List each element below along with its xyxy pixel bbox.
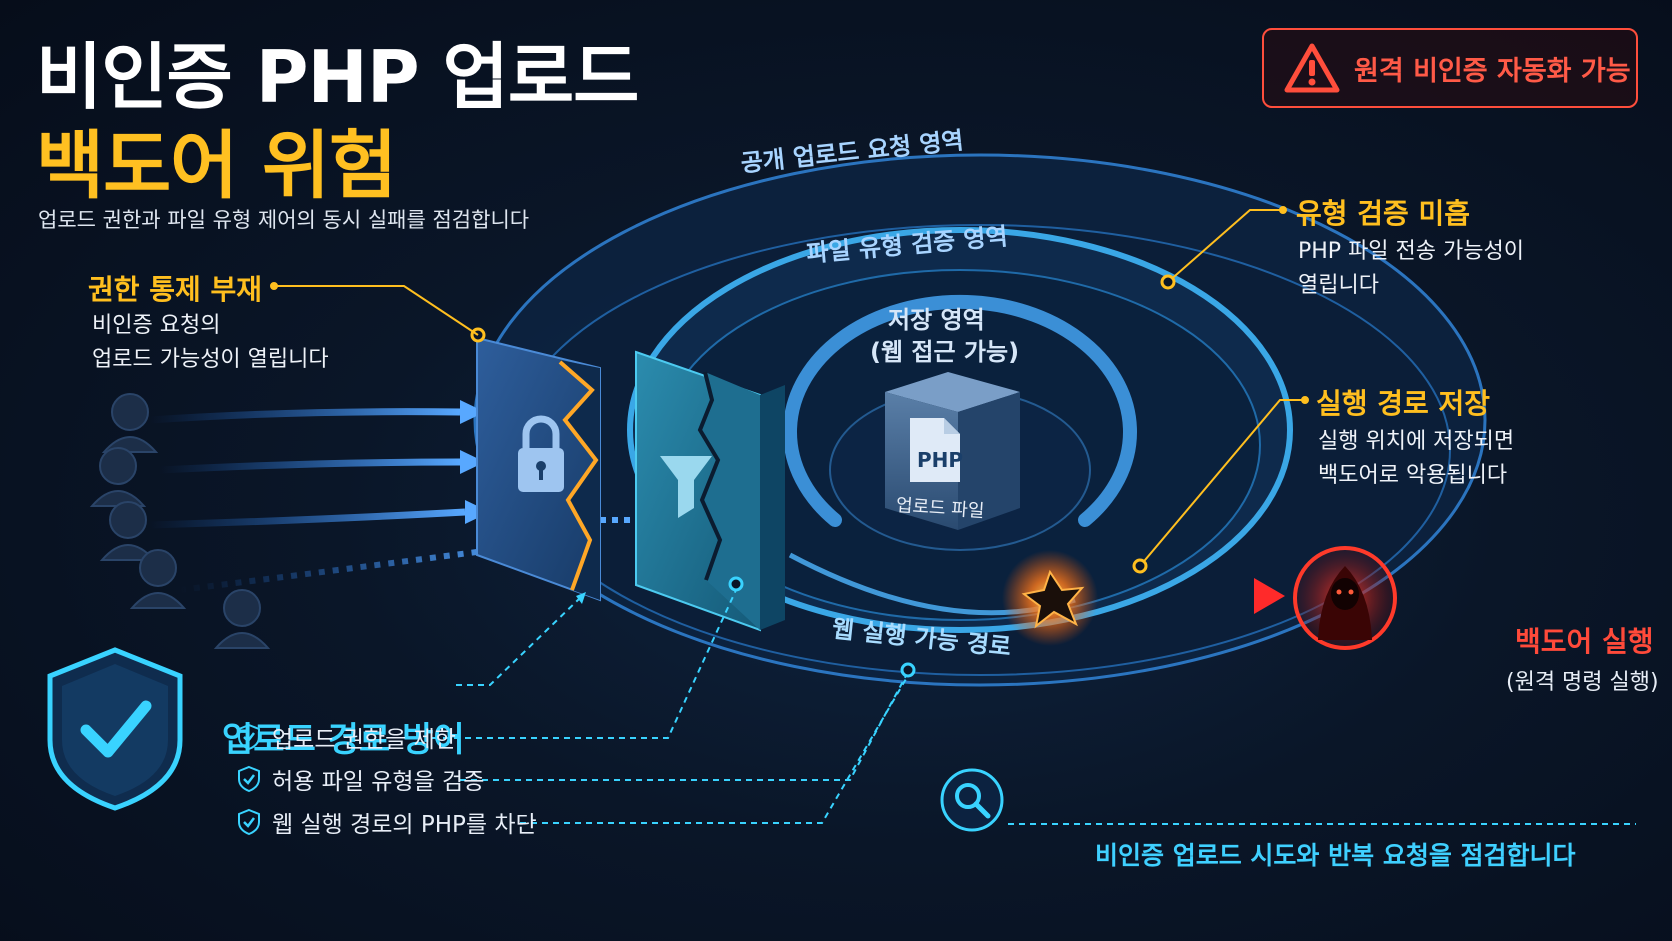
hacker-avatar: [1293, 546, 1397, 650]
callout-line-access-2: 업로드 가능성이 열립니다: [92, 347, 329, 372]
auth-wall: [476, 336, 601, 602]
callout-title-exec: 실행 경로 저장: [1316, 387, 1491, 420]
backdoor-title: 백도어 실행: [1515, 625, 1654, 658]
attacker-silhouettes: [89, 393, 271, 649]
defense-title: 업로드 경로 방어: [222, 720, 465, 760]
defense-item-label: 웹 실행 경로의 PHP를 차단: [272, 812, 537, 838]
callout-connectors: [270, 206, 1309, 574]
monitor-text: 비인증 업로드 시도와 반복 요청을 점검합니다: [1095, 841, 1576, 870]
warning-triangle-icon: [1284, 43, 1340, 93]
callout-line-exec-2: 백도어로 악용됩니다: [1318, 463, 1508, 488]
page-title-line1: 비인증 PHP 업로드: [36, 35, 639, 119]
callout-line-type-1: PHP 파일 전송 가능성이: [1298, 239, 1524, 264]
page-subtitle: 업로드 권한과 파일 유형 제어의 동시 실패를 점검합니다: [38, 208, 530, 232]
php-badge: PHP: [917, 448, 964, 472]
php-file-cube: [885, 372, 1020, 530]
defense-item: 허용 파일 유형을 검증: [236, 762, 484, 796]
zone-label-inner: 저장 영역: [888, 306, 985, 334]
php-document-icon: [910, 418, 960, 482]
callout-line-exec-1: 실행 위치에 저장되면: [1318, 429, 1515, 454]
shield-check-icon: [238, 808, 260, 836]
lock-icon: [518, 415, 564, 492]
zone-label-inner-sub: (웹 접근 가능): [870, 338, 1020, 366]
magnifier-icon: [940, 768, 1004, 832]
defense-item-label: 허용 파일 유형을 검증: [272, 769, 485, 795]
shield-check-icon: [238, 765, 260, 793]
backdoor-subtitle: (원격 명령 실행): [1506, 670, 1659, 695]
defense-connectors: [432, 589, 1636, 825]
defense-item: 웹 실행 경로의 PHP를 차단: [236, 805, 537, 839]
page-title-line2: 백도어 위험: [36, 123, 397, 209]
callout-title-type: 유형 검증 미흡: [1296, 197, 1471, 230]
filter-wall: [635, 350, 785, 632]
defense-item-label: 업로드 권한을 제한: [272, 727, 456, 753]
filter-icon: [660, 456, 712, 518]
callout-dot-exec-path: [728, 576, 744, 592]
shield-check-icon: [238, 723, 260, 751]
callout-line-access-1: 비인증 요청의: [92, 313, 221, 338]
shield-icon: [47, 647, 183, 811]
remote-automation-alert: 원격 비인증 자동화 가능: [1262, 28, 1638, 108]
callout-line-type-2: 열립니다: [1298, 273, 1379, 298]
backdoor-arrow: [1068, 578, 1285, 614]
alert-text: 원격 비인증 자동화 가능: [1354, 55, 1631, 87]
breach-burst: [1002, 550, 1098, 646]
defense-item: 업로드 권한을 제한: [236, 720, 456, 754]
callout-title-access: 권한 통제 부재: [88, 273, 263, 306]
